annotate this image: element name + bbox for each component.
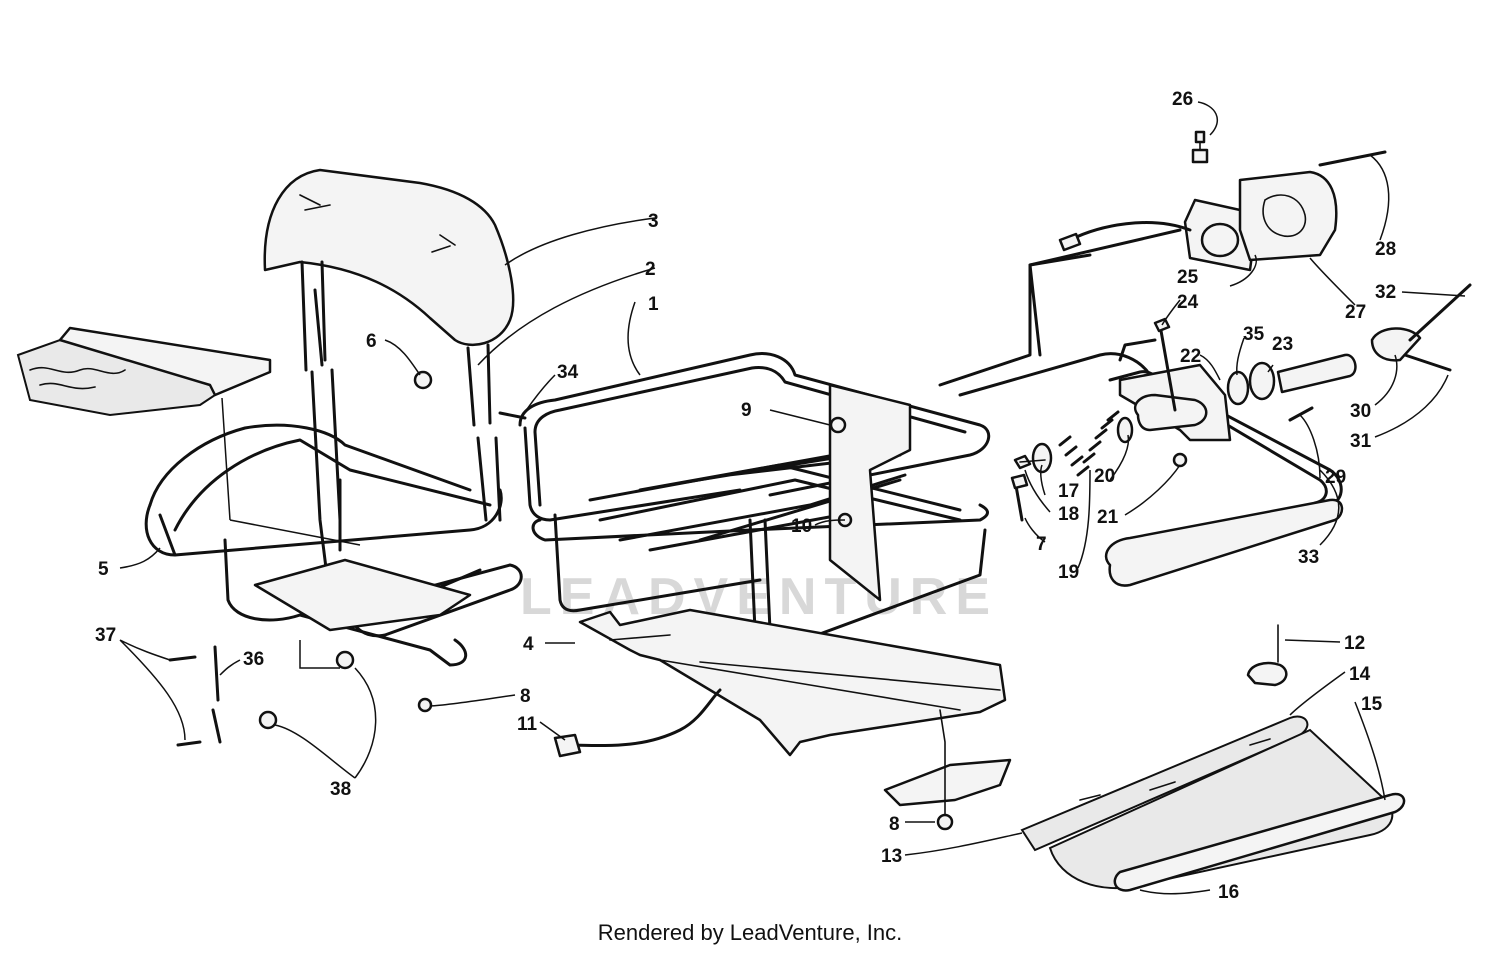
callout-37: 37 (95, 625, 116, 646)
callout-11: 11 (517, 714, 538, 735)
callout-17: 17 (1058, 481, 1079, 502)
callout-7: 7 (1036, 534, 1047, 555)
callout-22: 22 (1180, 346, 1201, 367)
callout-20: 20 (1094, 466, 1115, 487)
callout-8-upper: 8 (520, 686, 531, 707)
callout-29: 29 (1325, 467, 1346, 488)
callout-13: 13 (881, 846, 902, 867)
lower-bracket (883, 709, 1012, 821)
mud-flap (1020, 624, 1406, 892)
callout-4: 4 (523, 634, 534, 655)
hardware-left (168, 370, 954, 831)
callout-36: 36 (243, 649, 264, 670)
footer-credit: Rendered by LeadVenture, Inc. (597, 920, 903, 945)
callout-8-lower: 8 (889, 814, 900, 835)
wiring-harness (553, 688, 722, 758)
leader-lines (119, 101, 1466, 895)
callout-24: 24 (1177, 292, 1199, 313)
callout-2: 2 (645, 259, 656, 280)
callout-12: 12 (1344, 633, 1365, 654)
hitch-spring-assembly (1010, 283, 1472, 522)
callout-34: 34 (557, 362, 579, 383)
callout-5: 5 (98, 559, 109, 580)
callout-27: 27 (1345, 302, 1366, 323)
callout-38: 38 (330, 779, 351, 800)
callout-25: 25 (1177, 267, 1199, 288)
callout-21: 21 (1097, 507, 1119, 528)
callout-16: 16 (1218, 882, 1239, 903)
callout-14: 14 (1349, 664, 1371, 685)
backrest-posts (300, 260, 492, 427)
callout-26: 26 (1172, 89, 1193, 110)
callout-3: 3 (648, 211, 659, 232)
callout-33: 33 (1298, 547, 1319, 568)
callout-6: 6 (366, 331, 377, 352)
callout-10: 10 (791, 516, 812, 537)
callout-31: 31 (1350, 431, 1372, 452)
seat-pad (16, 326, 361, 546)
callout-9: 9 (741, 400, 752, 421)
rack-base-plate (578, 608, 1007, 757)
callout-labels: 1 2 3 4 5 6 7 8 8 9 10 11 12 13 14 15 16… (95, 89, 1396, 903)
tail-light (1028, 130, 1387, 357)
callout-1: 1 (648, 294, 659, 315)
callout-32: 32 (1375, 282, 1396, 303)
callout-18: 18 (1058, 504, 1079, 525)
callout-28: 28 (1375, 239, 1396, 260)
backrest-cushion (263, 168, 515, 347)
callout-19: 19 (1058, 562, 1079, 583)
seat-back-frame (144, 368, 523, 667)
callout-15: 15 (1361, 694, 1383, 715)
callout-23: 23 (1272, 334, 1293, 355)
callout-35: 35 (1243, 324, 1265, 345)
rear-rack (518, 352, 991, 649)
callout-30: 30 (1350, 401, 1371, 422)
